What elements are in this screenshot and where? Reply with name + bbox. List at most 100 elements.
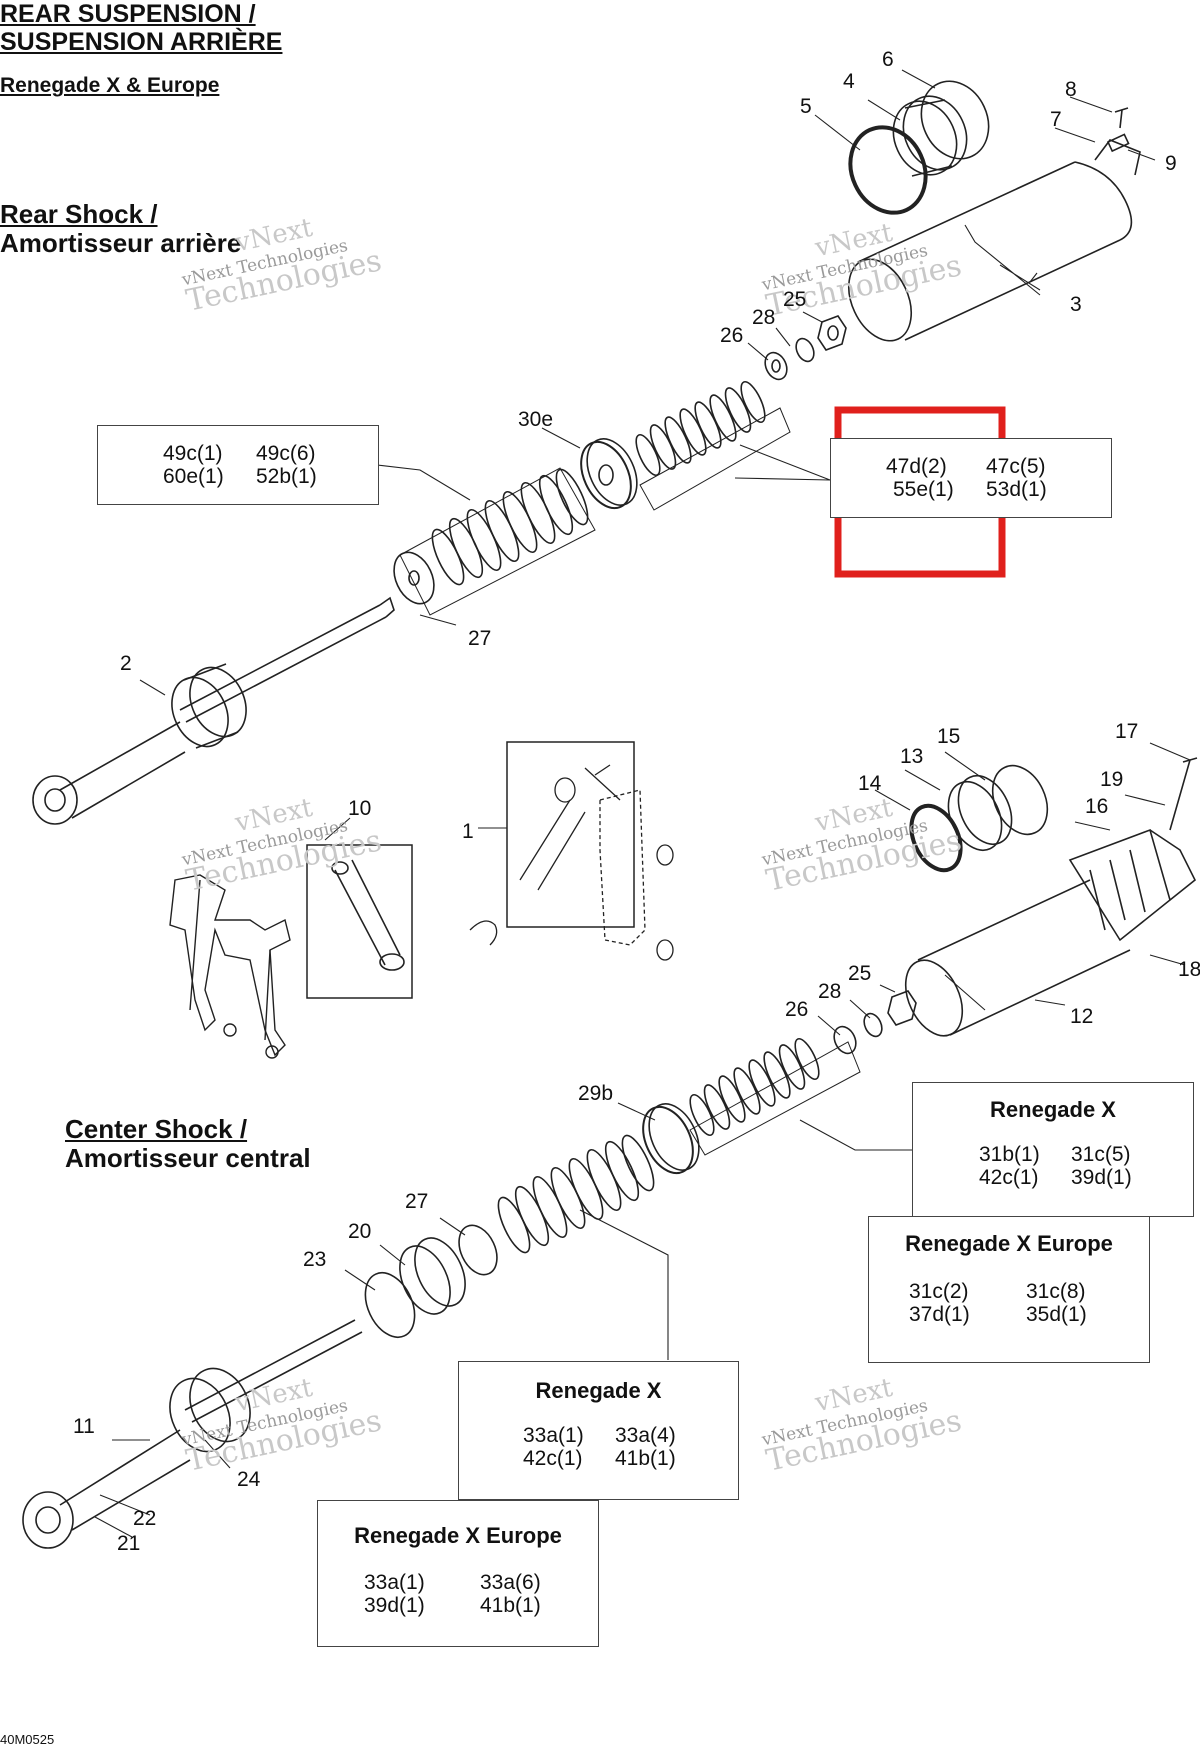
page-title: REAR SUSPENSION / SUSPENSION ARRIÈRE — [0, 0, 282, 56]
screw-part — [1169, 757, 1198, 831]
box-title: Renegade X Europe — [905, 1231, 1113, 1256]
part-callout[interactable]: 13 — [900, 745, 924, 768]
box-title: Renegade X Europe — [354, 1523, 562, 1548]
part-code: 35d(1) — [1026, 1303, 1087, 1326]
part-callout[interactable]: 30e — [518, 408, 554, 431]
part-callout[interactable]: 28 — [752, 306, 776, 329]
part-callout[interactable]: 5 — [800, 95, 812, 118]
box-title: Renegade X — [535, 1378, 662, 1403]
upper-spring-rear — [635, 380, 766, 477]
part-callout[interactable]: 23 — [303, 1248, 327, 1271]
part-code: 31c(2) — [909, 1280, 969, 1303]
part-code: 39d(1) — [1071, 1166, 1132, 1189]
part-callout[interactable]: 28 — [818, 980, 842, 1003]
shock-body-part — [857, 161, 1121, 341]
part-callout[interactable]: 15 — [937, 725, 961, 748]
part-callout[interactable]: 12 — [1070, 1005, 1094, 1028]
center-upper-renegade-x-europe-box: Renegade X Europe 31c(2) 31c(8) 37d(1) 3… — [868, 1216, 1150, 1363]
center-lower-renegade-x-box: Renegade X 33a(1) 33a(4) 42c(1) 41b(1) — [458, 1361, 739, 1500]
part-code: 31c(5) — [1071, 1143, 1131, 1166]
part-callout[interactable]: 25 — [783, 288, 807, 311]
part-callout[interactable]: 3 — [1070, 293, 1082, 316]
part-code: 47c(5) — [986, 455, 1046, 478]
part-callout[interactable]: 8 — [1065, 78, 1077, 101]
part-callout[interactable]: 22 — [133, 1507, 157, 1530]
part-code: 53d(1) — [986, 478, 1047, 501]
title-line-1: REAR SUSPENSION / — [0, 0, 256, 28]
nut-part — [817, 315, 847, 351]
disc-part — [364, 1272, 416, 1338]
mini-assembly-part — [469, 764, 674, 961]
part-callout[interactable]: 16 — [1085, 795, 1109, 818]
eye-mount-part — [22, 1491, 74, 1549]
bumper-part — [580, 440, 632, 510]
box-title: Renegade X — [990, 1097, 1116, 1122]
title-line-2: SUSPENSION ARRIÈRE — [0, 28, 283, 56]
part-callout[interactable]: 20 — [348, 1220, 372, 1243]
part-code: 31c(8) — [1026, 1280, 1086, 1303]
nut-part — [887, 990, 917, 1026]
washer-part — [393, 551, 435, 605]
part-callout[interactable]: 21 — [117, 1532, 141, 1555]
center-shock-title-en: Center Shock / — [65, 1114, 248, 1144]
part-callout[interactable]: 26 — [785, 998, 809, 1021]
bumper-part — [642, 1105, 694, 1175]
part-code: 60e(1) — [163, 465, 224, 488]
part-code: 37d(1) — [909, 1303, 970, 1326]
o-ring-part — [848, 125, 928, 215]
part-callout[interactable]: 4 — [843, 70, 855, 93]
part-callout[interactable]: 18 — [1178, 958, 1200, 981]
part-callout[interactable]: 2 — [120, 652, 132, 675]
rear-shock-title-fr: Amortisseur arrière — [0, 228, 242, 258]
part-code: 55e(1) — [893, 478, 954, 501]
rear-shock-title-en: Rear Shock / — [0, 199, 158, 229]
part-callout[interactable]: 27 — [405, 1190, 429, 1213]
part-callout[interactable]: 9 — [1165, 152, 1177, 175]
o-ring-part — [909, 803, 963, 873]
part-callout[interactable]: 1 — [462, 820, 474, 843]
part-callout[interactable]: 14 — [858, 772, 882, 795]
shaft-part — [179, 604, 387, 723]
piston-part — [169, 1377, 231, 1453]
upper-spring-center — [689, 1037, 820, 1137]
washer-part — [458, 1224, 498, 1276]
center-shock-title-fr: Amortisseur central — [65, 1143, 311, 1173]
part-callout[interactable]: 29b — [578, 1082, 614, 1105]
part-callout[interactable]: 26 — [720, 324, 744, 347]
part-callout[interactable]: 25 — [848, 962, 872, 985]
part-code: 42c(1) — [979, 1166, 1039, 1189]
part-code: 31b(1) — [979, 1143, 1040, 1166]
lower-spring-rear — [431, 468, 589, 586]
cap-part — [920, 80, 990, 160]
part-code: 39d(1) — [364, 1594, 425, 1617]
part-callout[interactable]: 10 — [348, 797, 372, 820]
lower-spring-center — [497, 1134, 655, 1254]
part-callout[interactable]: 11 — [73, 1415, 95, 1438]
part-callout[interactable]: 17 — [1115, 720, 1139, 743]
part-code: 33a(1) — [523, 1424, 584, 1447]
cap-part — [991, 764, 1049, 836]
center-shock-heading: Center Shock / Amortisseur central — [65, 1115, 311, 1173]
part-code: 41b(1) — [615, 1447, 676, 1470]
inset-box — [306, 844, 413, 999]
piston-part — [171, 676, 229, 748]
part-callout[interactable]: 19 — [1100, 768, 1124, 791]
part-code: 33a(1) — [364, 1571, 425, 1594]
shock-body-part — [917, 879, 1131, 1036]
diagram-code: 40M0525 — [0, 1732, 55, 1747]
part-code: 49c(1) — [163, 442, 223, 465]
center-lower-renegade-x-europe-box: Renegade X Europe 33a(1) 33a(6) 39d(1) 4… — [317, 1500, 599, 1647]
rear-spring-kit-box-left: 49c(1) 49c(6) 60e(1) 52b(1) — [97, 425, 379, 505]
part-code: 52b(1) — [256, 465, 317, 488]
rear-shock-heading: Rear Shock / Amortisseur arrière — [0, 200, 241, 258]
center-upper-renegade-x-box: Renegade X 31b(1) 31c(5) 42c(1) 39d(1) — [912, 1082, 1194, 1217]
part-callout[interactable]: 6 — [882, 48, 894, 71]
screw-part — [1114, 107, 1129, 129]
part-code: 49c(6) — [256, 442, 316, 465]
inset-box — [506, 741, 635, 928]
part-callout[interactable]: 27 — [468, 627, 492, 650]
collar-part — [399, 1245, 451, 1315]
part-callout[interactable]: 7 — [1050, 108, 1062, 131]
part-callout[interactable]: 24 — [237, 1468, 261, 1491]
